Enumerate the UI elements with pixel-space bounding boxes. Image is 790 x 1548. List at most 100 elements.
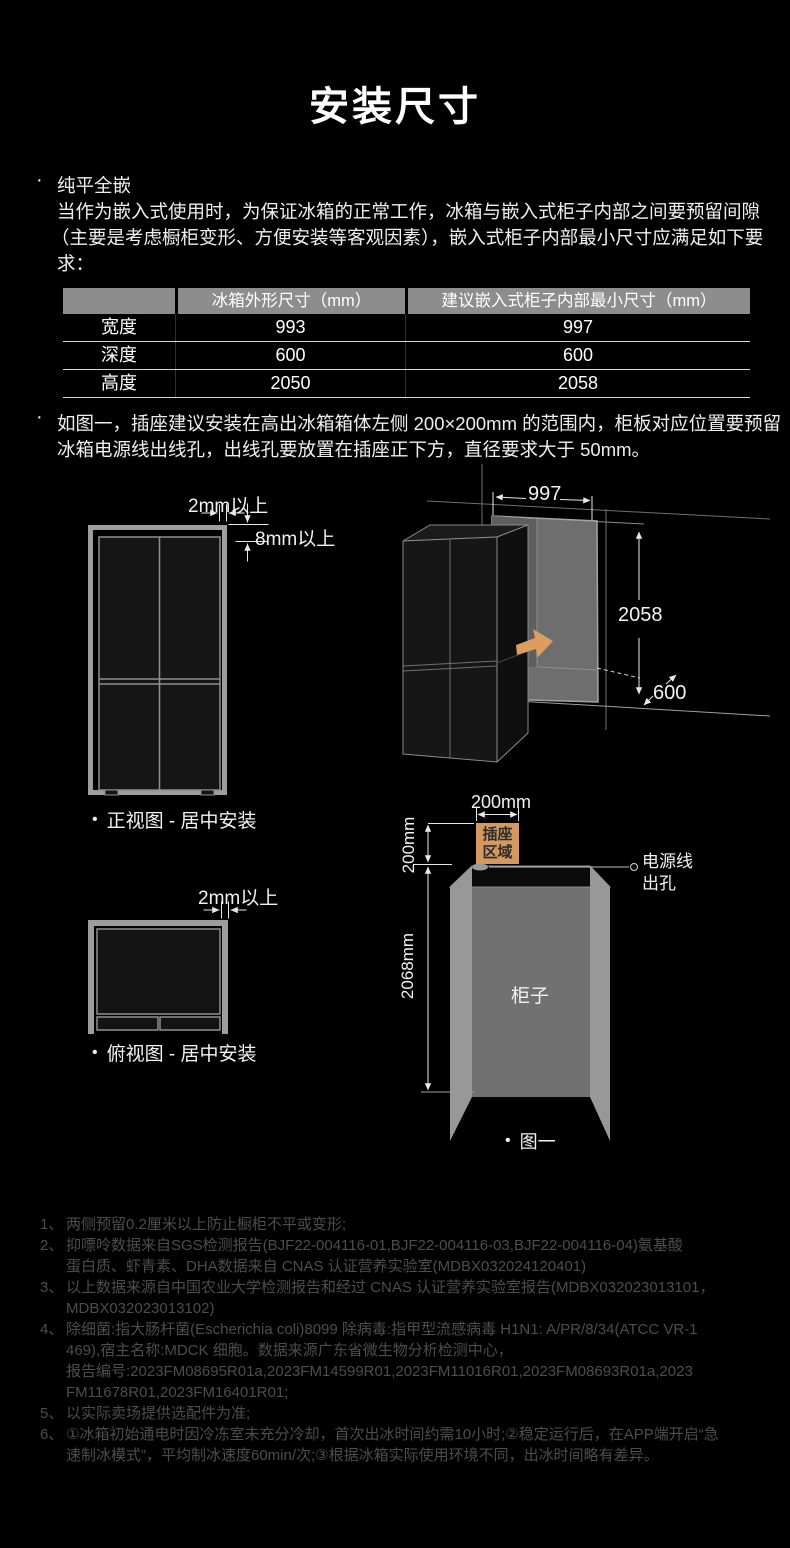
top-view-gap-label: 2mm以上 xyxy=(198,888,279,909)
cabinet-frame-top xyxy=(88,920,228,1034)
footnote-text: 抑嘌呤数据来自SGS检测报告(BJF22-004116-01,BJF22-004… xyxy=(66,1237,683,1254)
caption-text: 正视图 - 居中安装 xyxy=(106,811,257,832)
front-view-figure xyxy=(88,503,269,796)
section1-line: 当作为嵌入式使用时，为保证冰箱的正常工作，冰箱与嵌入式柜子内部之间要预留间隙 xyxy=(57,201,761,222)
fridge-value: 2050 xyxy=(175,370,405,397)
footnote-line: 469),宿主名称:MDCK 细胞。数据来源广东省微生物分析检测中心， xyxy=(40,1340,764,1361)
socket-area-box xyxy=(476,823,519,864)
footnote-text: 两侧预留0.2厘米以上防止橱柜不平或变形; xyxy=(66,1216,347,1233)
page-title: 安装尺寸 xyxy=(309,85,481,129)
cabinet-back-panel xyxy=(472,872,590,1097)
footnote-line: 报告编号:2023FM08695R01a,2023FM14599R01,2023… xyxy=(40,1361,764,1382)
footnote-line: 5、以实际卖场提供选配件为准; xyxy=(40,1403,764,1424)
dimension-table: 冰箱外形尺寸（mm） 建议嵌入式柜子内部最小尺寸（mm） 宽度 993 997 … xyxy=(63,288,750,398)
footnote-marker: 3、 xyxy=(40,1279,64,1296)
footnote-text: 报告编号:2023FM08695R01a,2023FM14599R01,2023… xyxy=(66,1363,693,1380)
embed-height-label: 2058 xyxy=(618,604,663,626)
cabinet-left-wall xyxy=(450,866,472,1141)
footnote-line: 1、两侧预留0.2厘米以上防止橱柜不平或变形; xyxy=(40,1214,764,1235)
caption-text: 图一 xyxy=(519,1132,556,1152)
caption-text: 俯视图 - 居中安装 xyxy=(106,1044,257,1065)
insert-arrow-icon xyxy=(516,629,553,658)
cabinet-height-label: 2068mm xyxy=(398,932,417,1000)
table-header-row: 冰箱外形尺寸（mm） 建议嵌入式柜子内部最小尺寸（mm） xyxy=(63,288,750,314)
footnote-text: FM11678R01,2023FM16401R01; xyxy=(66,1384,289,1401)
footnote-marker: 5、 xyxy=(40,1405,64,1422)
fridge-value: 993 xyxy=(175,314,405,341)
fridge-door-top xyxy=(96,1016,159,1031)
row-label: 高度 xyxy=(101,373,137,393)
cabinet-value: 997 xyxy=(405,314,750,341)
cabinet-frame xyxy=(88,525,227,795)
figure-one-caption: • 图一 xyxy=(505,1128,556,1154)
section2-line: 冰箱电源线出线孔，出线孔要放置在插座正下方，直径要求大于 50mm。 xyxy=(57,439,651,460)
cabinet-value: 2058 xyxy=(405,370,750,397)
section2-line: 如图一，插座建议安装在高出冰箱箱体左侧 200×200mm 的范围内，柜板对应位… xyxy=(57,413,782,434)
footnote-marker: 1、 xyxy=(40,1216,64,1233)
fridge-foot xyxy=(200,789,215,796)
front-view-caption: • 正视图 - 居中安装 xyxy=(92,806,257,833)
footnote-text: 469),宿主名称:MDCK 细胞。数据来源广东省微生物分析检测中心， xyxy=(66,1342,513,1359)
footnote-line: 速制冰模式”，平均制冰速度60min/次;③根据冰箱实际使用环境不同，出冰时间略… xyxy=(40,1445,764,1466)
socket-offset-label: 200mm xyxy=(399,816,418,874)
row-label: 宽度 xyxy=(101,317,137,337)
footnote-line: 4、除细菌:指大肠杆菌(Escherichia coli)8099 除病毒:指甲… xyxy=(40,1319,764,1340)
socket-width-label: 200mm xyxy=(471,792,532,812)
table-header-empty xyxy=(63,288,175,314)
section1-heading: 纯平全嵌 xyxy=(57,175,132,196)
footnote-line: FM11678R01,2023FM16401R01; xyxy=(40,1382,764,1403)
cabinet-right-wall xyxy=(590,866,610,1141)
footnote-text: 以上数据来源自中国农业大学检测报告和经过 CNAS 认证营养实验室报告(MDBX… xyxy=(66,1279,715,1296)
list-bullet-icon: · xyxy=(36,169,43,191)
power-cord-hole xyxy=(472,863,488,871)
section1-line: 求： xyxy=(57,253,95,274)
fridge-body-top xyxy=(96,928,221,1015)
embed-depth-label: 600 xyxy=(653,682,687,704)
socket-area-line: 插座 xyxy=(482,826,513,843)
fridge-foot xyxy=(104,789,119,796)
table-row-width: 宽度 993 997 xyxy=(63,314,750,342)
footnote-line: 6、①冰箱初始通电时因冷冻室未充分冷却，首次出冰时间约需10小时;②稳定运行后，… xyxy=(40,1424,764,1445)
socket-area-line: 区域 xyxy=(482,844,513,861)
embed-width-label: 997 xyxy=(528,483,562,505)
footnote-line: 3、以上数据来源自中国农业大学检测报告和经过 CNAS 认证营养实验室报告(MD… xyxy=(40,1277,764,1298)
power-cord-outlet-label: 电源线 出孔 xyxy=(642,851,693,895)
outlet-leader-dot xyxy=(630,863,638,871)
cabinet-body-label: 柜子 xyxy=(511,986,550,1007)
footnote-text: ①冰箱初始通电时因冷冻室未充分冷却，首次出冰时间约需10小时;②稳定运行后，在A… xyxy=(66,1426,719,1443)
list-bullet-icon: · xyxy=(36,406,43,428)
footnote-text: MDBX032023013102) xyxy=(66,1300,215,1317)
caption-dot-icon: • xyxy=(92,1043,98,1061)
front-view-top-gap-label: 2mm以上 xyxy=(188,496,269,517)
table-header-fridge-size: 冰箱外形尺寸（mm） xyxy=(175,288,405,314)
caption-dot-icon: • xyxy=(92,810,98,828)
footnote-marker: 6、 xyxy=(40,1426,64,1443)
fridge-door-top xyxy=(159,1016,221,1031)
table-row-depth: 深度 600 600 xyxy=(63,342,750,370)
footnote-line: 2、抑嘌呤数据来自SGS检测报告(BJF22-004116-01,BJF22-0… xyxy=(40,1235,764,1256)
outlet-label-line: 出孔 xyxy=(642,874,676,893)
caption-dot-icon: • xyxy=(505,1132,511,1149)
footnote-marker: 2、 xyxy=(40,1237,64,1254)
row-label: 深度 xyxy=(101,345,137,365)
cabinet-figure xyxy=(413,807,638,1141)
footnote-line: 蛋白质、虾青素、DHA数据来自 CNAS 认证营养实验室(MDBX0320241… xyxy=(40,1256,764,1277)
footnote-text: 速制冰模式”，平均制冰速度60min/次;③根据冰箱实际使用环境不同，出冰时间略… xyxy=(66,1447,659,1464)
section1-line: （主要是考虑橱柜变形、方便安装等客观因素），嵌入式柜子内部最小尺寸应满足如下要 xyxy=(51,227,764,248)
cabinet-value: 600 xyxy=(405,342,750,369)
outlet-label-line: 电源线 xyxy=(642,852,693,871)
footnote-text: 除细菌:指大肠杆菌(Escherichia coli)8099 除病毒:指甲型流… xyxy=(66,1321,698,1338)
footnote-marker: 4、 xyxy=(40,1321,64,1338)
socket-area-label: 插座 区域 xyxy=(476,826,519,862)
front-view-side-gap-label: 8mm以上 xyxy=(255,529,336,550)
embedded-3d-figure xyxy=(402,464,771,764)
footnotes: 1、两侧预留0.2厘米以上防止橱柜不平或变形; 2、抑嘌呤数据来自SGS检测报告… xyxy=(40,1214,764,1466)
table-header-cabinet-size: 建议嵌入式柜子内部最小尺寸（mm） xyxy=(405,288,750,314)
fridge-value: 600 xyxy=(175,342,405,369)
top-view-figure xyxy=(88,901,247,1034)
footnote-text: 蛋白质、虾青素、DHA数据来自 CNAS 认证营养实验室(MDBX0320241… xyxy=(66,1258,587,1275)
footnote-line: MDBX032023013102) xyxy=(40,1298,764,1319)
table-row-height: 高度 2050 2058 xyxy=(63,370,750,398)
